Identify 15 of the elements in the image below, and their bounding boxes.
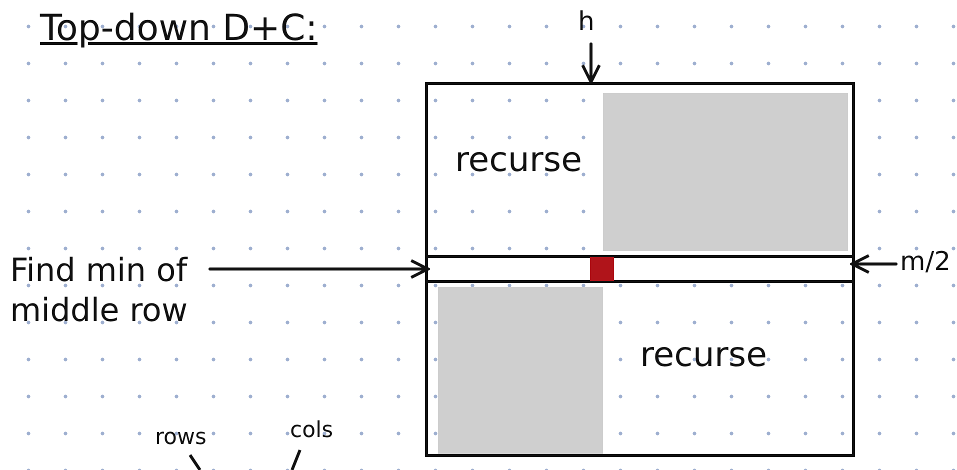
handwritten-label: recurse <box>455 140 582 180</box>
arrow <box>581 42 601 84</box>
title-text: Top-down D+C: <box>40 8 318 49</box>
handwritten-label: cols <box>290 418 334 443</box>
shaded-region <box>603 93 848 251</box>
handwritten-label: recurse <box>640 335 768 375</box>
middle-row-band <box>428 255 852 283</box>
matrix-box <box>425 82 855 457</box>
handwritten-label: rows <box>155 425 206 450</box>
handwritten-note: m/2 <box>900 246 956 282</box>
handwritten-note: h <box>578 6 604 42</box>
arrow <box>850 254 898 274</box>
arrow <box>208 259 430 279</box>
handwritten-note: Find min of middle row <box>10 250 210 340</box>
shaded-region <box>438 287 603 454</box>
